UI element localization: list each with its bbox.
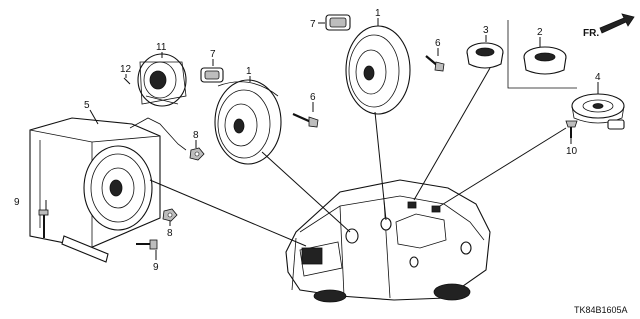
- leader-tweeter-3: [413, 67, 491, 201]
- nut-8-lower: [162, 208, 178, 222]
- bolt-6-left: [292, 112, 319, 128]
- door-speaker-1-top: [345, 25, 411, 115]
- callout-12: 12: [120, 64, 132, 75]
- front-direction-label: FR.: [583, 28, 599, 39]
- callout-4: 4: [595, 72, 601, 83]
- callout-6-left: 6: [310, 92, 316, 103]
- callout-8-upper: 8: [193, 130, 199, 141]
- callout-9-upper: 9: [14, 197, 20, 208]
- leader-center-4: [439, 127, 567, 207]
- tweeter-3: [466, 42, 504, 69]
- callout-10: 10: [566, 146, 578, 157]
- callout-7-top: 7: [310, 19, 316, 30]
- door-speaker-1-left: [214, 79, 282, 165]
- bolt-9-lower: [136, 239, 158, 250]
- callout-line-5: [89, 109, 99, 125]
- callout-9-lower: 9: [153, 262, 159, 273]
- leader-subwoofer: [149, 179, 307, 247]
- part-2-inset-frame: [507, 20, 577, 89]
- tweeter-2: [523, 46, 567, 75]
- drawing-code: TK84B1605A: [574, 305, 628, 315]
- nut-8-upper: [189, 147, 205, 161]
- screw-10: [565, 120, 578, 138]
- clip-7-top: [325, 14, 351, 31]
- arrow-right-icon: [599, 13, 635, 34]
- center-speaker-4: [571, 93, 625, 130]
- screw-12: [123, 77, 131, 85]
- callout-8-lower: 8: [167, 228, 173, 239]
- callout-2: 2: [537, 27, 543, 38]
- callout-6-right: 6: [435, 38, 441, 49]
- bolt-6-right: [425, 55, 445, 72]
- callout-1-left: 1: [246, 66, 252, 77]
- callout-1-top: 1: [375, 8, 381, 19]
- leader-speaker-top: [374, 111, 387, 221]
- leader-speaker-left: [261, 151, 351, 233]
- callout-7-left: 7: [210, 49, 216, 60]
- callout-3: 3: [483, 25, 489, 36]
- bolt-9-upper: [38, 209, 49, 238]
- tweeter-bracket-11: [137, 53, 187, 107]
- subwoofer-5: [29, 117, 187, 263]
- callout-5: 5: [84, 100, 90, 111]
- callout-11: 11: [156, 42, 167, 53]
- clip-7-left: [200, 67, 224, 83]
- vehicle-outline: [285, 179, 491, 303]
- front-direction-indicator: FR.: [583, 13, 635, 39]
